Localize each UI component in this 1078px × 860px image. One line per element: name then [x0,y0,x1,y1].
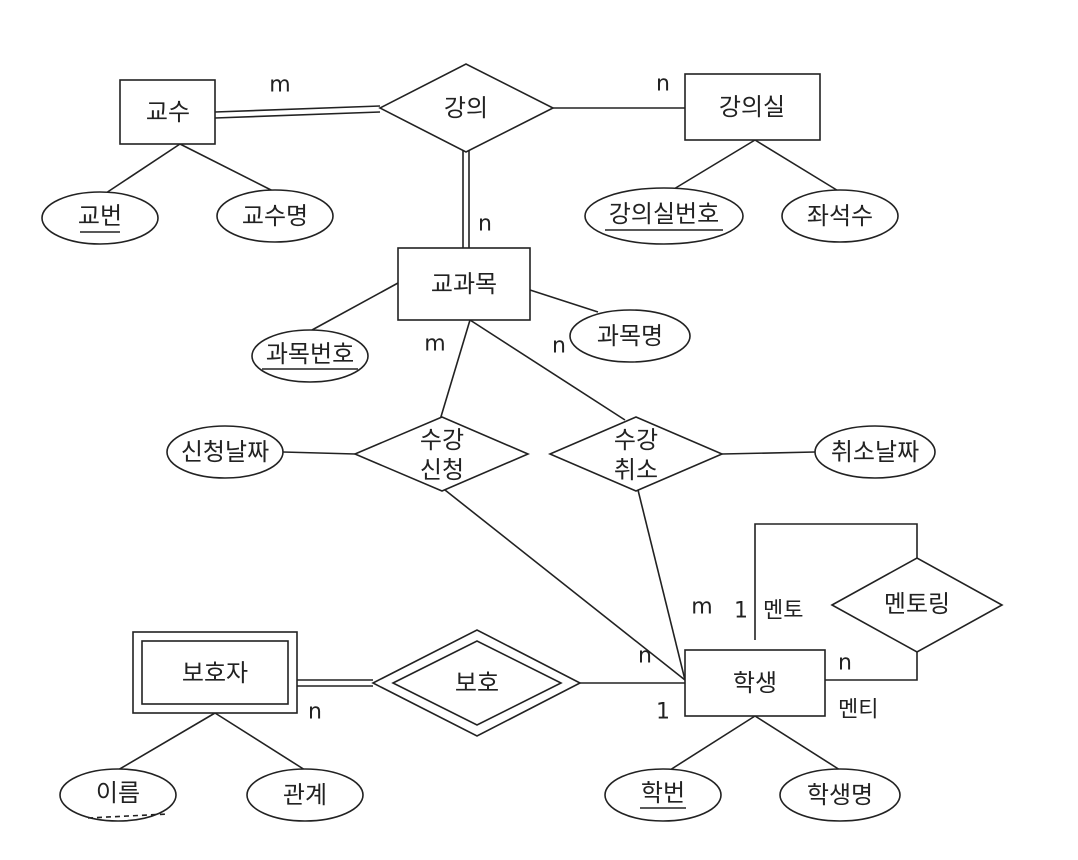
card-prof-lecture: m [269,73,290,98]
role-mentee: 멘티 [838,698,878,723]
card-course-enroll: m [424,332,445,357]
line-course-cancel [469,319,626,421]
card-mentee: n [838,651,852,676]
card-student-protect: 1 [656,700,670,725]
attribute-guardian-name: 이름 [59,768,177,822]
line-cancel-date [721,451,816,455]
attribute-apply-date: 신청날짜 [166,425,284,479]
attribute-student-no: 학번 [604,768,722,822]
attribute-guardian-name-label: 이름 [96,779,140,807]
entity-student: 학생 [684,649,826,717]
relationship-cancel-label-2: 취소 [614,456,658,484]
attribute-relation-label: 관계 [283,781,327,809]
relationship-lecture: 강의 [378,63,555,153]
attribute-cancel-date: 취소날짜 [814,425,936,479]
attribute-room-no: 강의실번호 [584,187,744,245]
attribute-student-name-label: 학생명 [807,781,873,809]
identifying-relationship-protect: 보호 [371,629,582,737]
line-mentor [754,523,918,640]
entity-course-label: 교과목 [431,270,497,298]
connector-lines [102,105,918,771]
line-course-no [311,282,399,331]
attribute-seats-label: 좌석수 [807,202,873,230]
attribute-student-no-label: 학번 [641,779,685,807]
relationship-lecture-label: 강의 [444,94,488,122]
entity-professor-label: 교수 [146,98,190,126]
attribute-cancel-date-label: 취소날짜 [831,438,919,466]
attribute-course-name: 과목명 [569,309,691,363]
attribute-course-no: 과목번호 [251,329,369,383]
line-guardian-name [117,712,216,771]
weak-entity-guardian: 보호자 [132,631,298,714]
relationship-enroll-label-2: 신청 [420,456,464,484]
relationship-cancel: 수강 취소 [547,416,725,492]
relationship-mentoring: 멘토링 [830,557,1004,653]
relationship-enroll-label-1: 수강 [420,426,464,454]
attribute-prof-no-label: 교번 [78,202,122,230]
attribute-prof-name-label: 교수명 [242,202,308,230]
line-prof-no [102,143,181,196]
line-enroll-student [444,489,686,681]
line-prof-lecture-a [214,105,381,113]
entity-professor: 교수 [119,79,216,145]
attribute-course-name-label: 과목명 [597,322,663,350]
attribute-prof-name: 교수명 [216,189,334,243]
card-room-lecture: n [656,72,670,97]
relationship-mentoring-label: 멘토링 [884,590,950,618]
card-course-cancel: n [552,334,566,359]
line-seats [754,139,841,193]
entity-classroom: 강의실 [684,73,821,141]
relationship-protect-label: 보호 [455,669,499,697]
line-student-no [669,715,756,771]
attribute-prof-no: 교번 [41,191,159,245]
role-labels: 멘토 멘티 [763,599,878,723]
relationship-enroll: 수강 신청 [352,416,531,492]
relationship-cancel-label-1: 수강 [614,426,658,454]
card-guardian-protect: n [308,700,322,725]
entity-classroom-label: 강의실 [719,93,785,121]
attribute-apply-date-label: 신청날짜 [181,438,269,466]
line-room-no [663,139,756,196]
card-student-cancel: m [691,595,712,620]
attribute-room-no-label: 강의실번호 [609,200,719,228]
line-apply-date [282,451,356,455]
role-mentor: 멘토 [763,599,803,624]
entity-student-label: 학생 [733,669,777,697]
card-student-enroll: n [638,644,652,669]
attribute-relation: 관계 [246,768,364,822]
cardinality-labels: m n n m n m n 1 n 1 n [269,72,852,725]
line-mentee [825,650,918,681]
attribute-seats: 좌석수 [781,189,899,243]
line-course-enroll [439,319,471,421]
line-cancel-student [637,489,686,681]
line-prof-name [179,143,276,193]
attribute-student-name: 학생명 [779,768,901,822]
card-mentor: 1 [734,599,748,624]
line-relation [214,712,306,771]
partial-key-underline [87,813,169,819]
entity-guardian-label: 보호자 [182,659,248,687]
line-course-name [529,289,599,313]
attribute-course-no-label: 과목번호 [266,340,354,368]
line-student-name [754,715,841,771]
line-prof-lecture-b [214,111,381,119]
entity-course: 교과목 [397,247,531,321]
card-course-lecture: n [478,212,492,237]
